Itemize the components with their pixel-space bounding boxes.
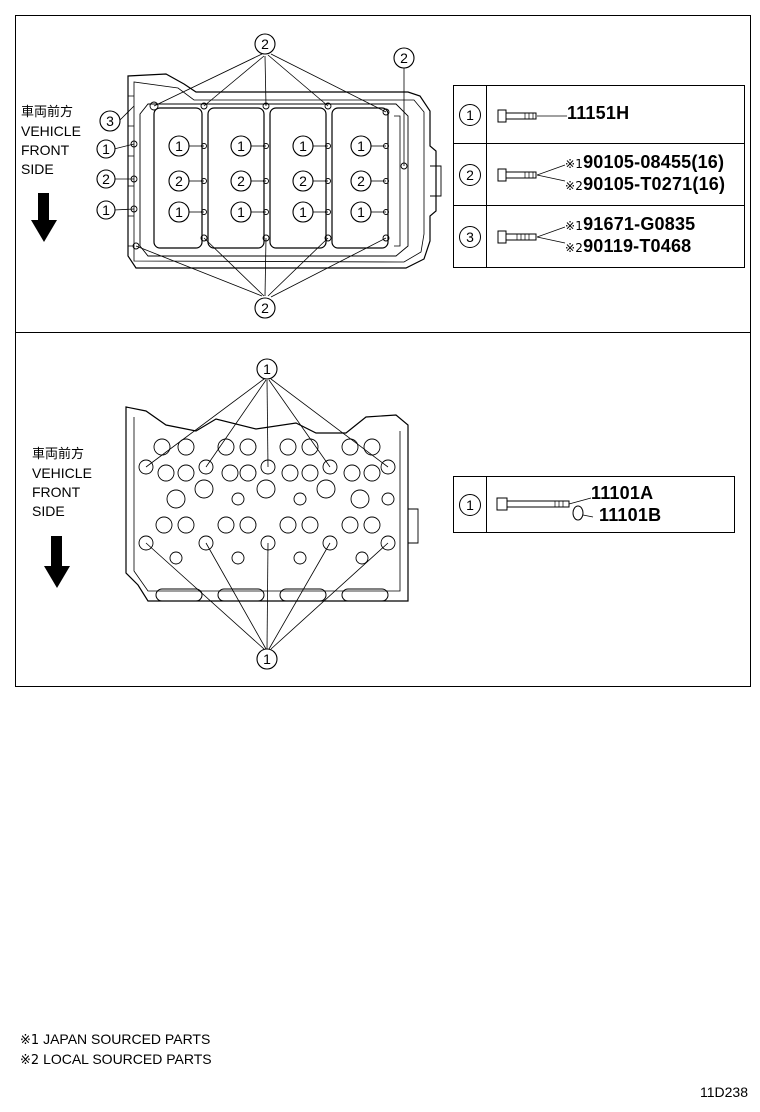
direction-label-line3: SIDE [21,161,54,177]
callout-2-top-label: 2 [261,36,269,52]
legend-part-row2-b: ※290105-T0271(16) [565,174,726,194]
callout-2-bottom: 2 [254,297,276,319]
callout-1-top-label: 1 [263,361,271,377]
bottom-panel: 車両前方 VEHICLE FRONT SIDE [15,332,751,687]
footnote-2: ※2 LOCAL SOURCED PARTS [20,1051,212,1068]
flange-bolt-icon [497,168,537,182]
bay1-row2-label: 2 [175,173,183,189]
callout-1-left-b-label: 1 [102,202,110,218]
callout-2-left: 2 [96,169,116,189]
bay4-row1-label: 1 [357,138,365,154]
top-panel: 車両前方 VEHICLE FRONT SIDE [15,15,751,333]
direction-label-line2-bottom: FRONT [32,484,81,500]
footnotes: ※1 JAPAN SOURCED PARTS ※2 LOCAL SOURCED … [20,1030,212,1070]
callout-1-bottom: 1 [256,648,278,670]
legend-num-2: 2 [459,163,481,186]
legend-part-11101B: 11101B [599,505,662,525]
direction-label-jp-bottom: 車両前方 [32,447,85,462]
callout-3-left-label: 3 [106,113,114,129]
legend-row-1: 1 11151H [453,85,745,144]
bay2-row2-label: 2 [237,173,245,189]
callout-1-bottom-label: 1 [263,651,271,667]
callout-1-top: 1 [256,358,278,380]
callout-3-left: 3 [99,110,121,132]
footnote-1: ※1 JAPAN SOURCED PARTS [20,1031,211,1048]
cylinder-head-cover-diagram: 2 2 2 3 1 2 1 [96,33,442,319]
bay1-row1-label: 1 [175,138,183,154]
bay3-row1-label: 1 [299,138,307,154]
bay3-row2-label: 2 [299,173,307,189]
figure-code: 11D238 [699,1084,748,1100]
legend-row-2: 2 ※190105-08455(16) ※290105-T0271(16) [453,143,745,206]
vehicle-front-direction-label-bottom: 車両前方 VEHICLE FRONT SIDE [32,445,92,521]
legend-row-3: 3 ※191671-G0835 ※290119-T0468 [453,205,745,268]
legend-part-row3-a: ※191671-G0835 [565,214,696,234]
legend-part-row2-a: ※190105-08455(16) [565,152,725,172]
callout-2-left-label: 2 [102,171,110,187]
head-bolt-icon [496,497,594,521]
vehicle-front-direction-label: 車両前方 VEHICLE FRONT SIDE [21,103,81,179]
legend-part-11151H: 11151H [567,103,630,123]
legend-num-1: 1 [459,103,481,126]
callout-1-left-a: 1 [96,139,116,159]
bolt-icon [497,109,537,123]
bay3-row3-label: 1 [299,204,307,220]
legend-num-3: 3 [459,225,481,248]
callout-1-left-b: 1 [96,200,116,220]
direction-label-jp: 車両前方 [21,105,74,120]
callout-2-top: 2 [254,33,276,55]
bay2-row3-label: 1 [237,204,245,220]
legend-row-bottom-1: 1 11101A 11101B [453,476,735,533]
callout-2-bottom-label: 2 [261,300,269,316]
bay4-row2-label: 2 [357,173,365,189]
callout-1-left-a-label: 1 [102,141,110,157]
stud-bolt-icon [497,230,537,244]
bottom-parts-legend: 1 11101A 11101B [453,476,735,533]
direction-label-line1: VEHICLE [21,123,81,139]
direction-label-line2: FRONT [21,142,70,158]
direction-label-line3-bottom: SIDE [32,503,65,519]
legend-num-bottom-1: 1 [459,493,481,516]
direction-label-line1-bottom: VEHICLE [32,465,92,481]
callout-2-right-label: 2 [400,50,408,66]
bay1-row3-label: 1 [175,204,183,220]
top-parts-legend: 1 11151H 2 ※190105-08455(16 [453,85,745,268]
legend-part-row3-b: ※290119-T0468 [565,236,692,256]
callout-2-right: 2 [393,47,415,69]
cylinder-head-diagram: 1 1 [125,358,419,670]
bay4-row3-label: 1 [357,204,365,220]
bay-callouts: 1 1 1 1 2 2 2 2 1 1 1 1 [168,135,372,223]
legend-part-11101A: 11101A [591,483,654,503]
bay2-row1-label: 1 [237,138,245,154]
